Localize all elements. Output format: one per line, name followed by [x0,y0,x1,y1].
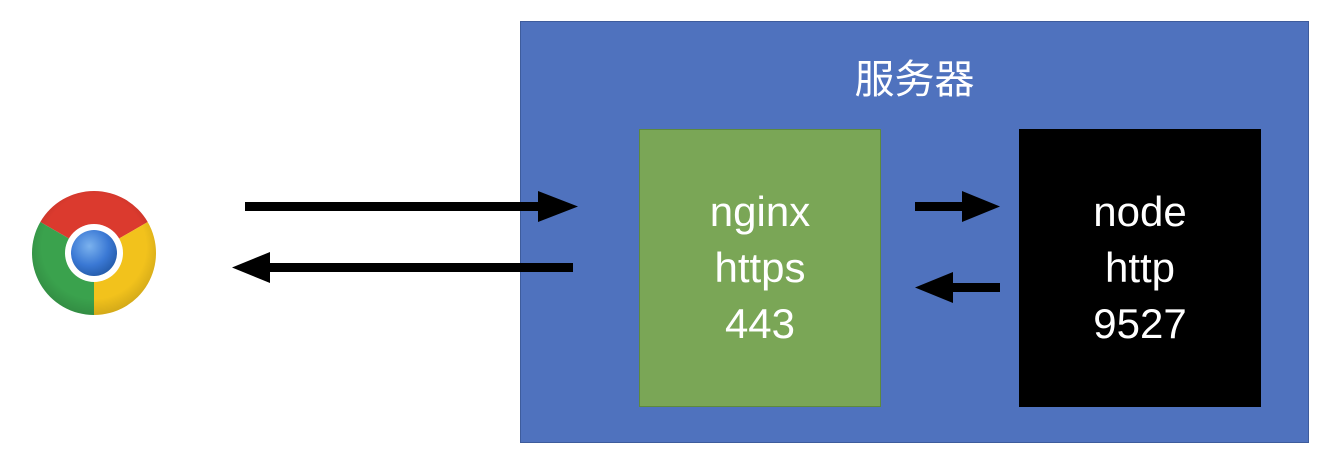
chrome-icon [31,190,157,315]
server-title: 服务器 [854,57,975,103]
node-box: node http 9527 [1019,129,1261,407]
arrow-node-to-nginx [915,272,1000,303]
nginx-port: 443 [724,300,796,347]
arrow-nginx-to-browser [232,252,573,283]
node-name: node [1093,188,1187,235]
node-port: 9527 [1093,300,1187,347]
node-protocol: http [1104,244,1176,291]
nginx-protocol: https [714,244,806,291]
arrow-nginx-to-node [915,191,1000,222]
nginx-name: nginx [709,188,811,235]
arrow-browser-to-nginx [245,191,578,222]
nginx-box: nginx https 443 [639,129,881,407]
